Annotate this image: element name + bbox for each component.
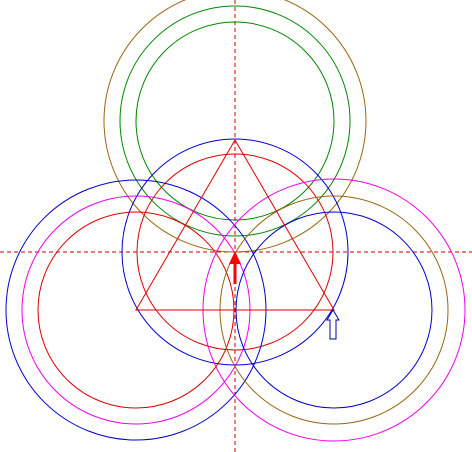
center-blue-circle: [121, 138, 349, 366]
center-red-circle: [136, 153, 334, 351]
red-arrow-up-icon[interactable]: [229, 251, 241, 284]
top-middle-green-circle: [119, 5, 351, 237]
top-inner-green-circle: [135, 21, 335, 221]
red-triangle: [135, 139, 335, 311]
blue-outline-arrow-up-icon[interactable]: [326, 309, 340, 340]
